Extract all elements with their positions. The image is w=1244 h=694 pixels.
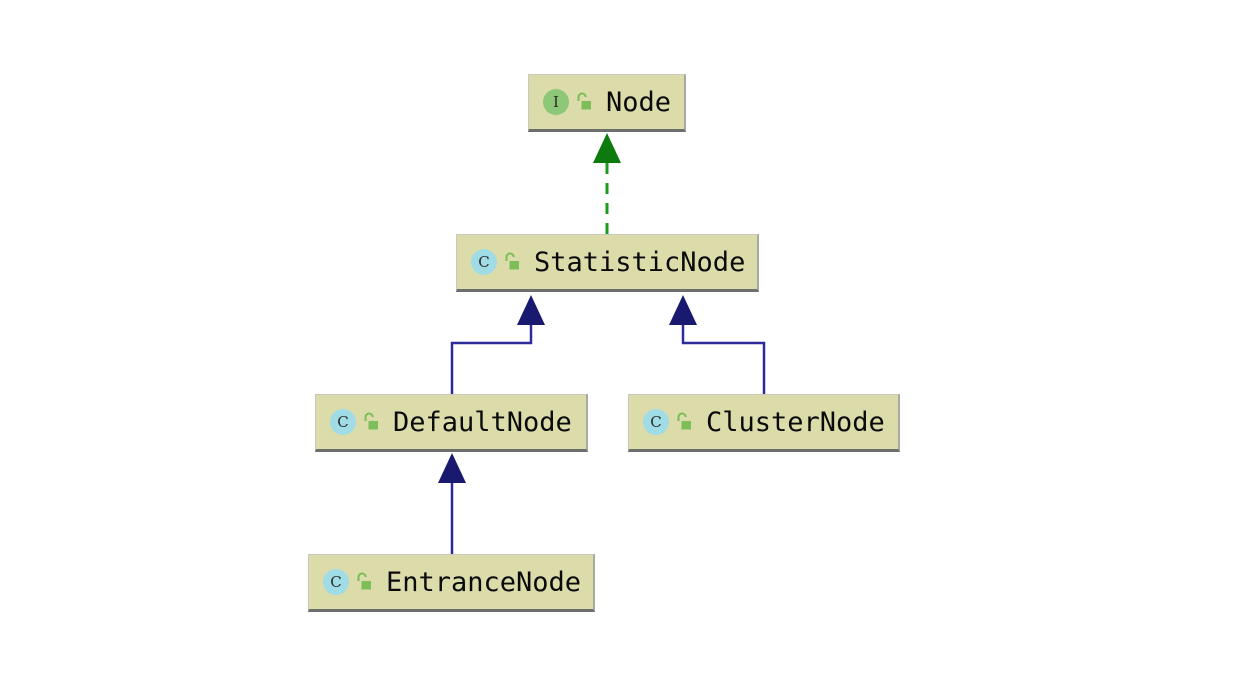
uml-node-label: StatisticNode [534, 246, 746, 278]
uml-node-label: Node [606, 86, 672, 118]
open-lock-icon [574, 92, 592, 112]
uml-node-statisticnode[interactable]: C StatisticNode [456, 234, 759, 292]
uml-node-entrancenode[interactable]: C EntranceNode [308, 554, 595, 612]
open-lock-icon [674, 412, 692, 432]
extends-polyline [450, 320, 533, 394]
edge-entrancenode-extends-defaultnode [438, 453, 466, 554]
interface-stereotype-icon: I [543, 89, 569, 115]
uml-node-label: ClusterNode [706, 406, 885, 438]
implements-arrowhead [593, 133, 621, 163]
extends-polyline [681, 320, 766, 394]
extends-arrowhead [438, 453, 466, 483]
extends-arrowhead [517, 295, 545, 325]
open-lock-icon [354, 572, 372, 592]
extends-arrowhead [669, 295, 697, 325]
edge-defaultnode-extends-statisticnode [450, 295, 545, 394]
uml-node-label: DefaultNode [393, 406, 572, 438]
open-lock-icon [502, 252, 520, 272]
edge-clusternode-extends-statisticnode [669, 295, 766, 394]
class-stereotype-icon: C [323, 569, 349, 595]
uml-node-defaultnode[interactable]: C DefaultNode [315, 394, 588, 452]
class-stereotype-icon: C [471, 249, 497, 275]
class-stereotype-icon: C [643, 409, 669, 435]
edge-statisticnode-implements-node [593, 133, 621, 234]
class-stereotype-icon: C [330, 409, 356, 435]
uml-node-node[interactable]: I Node [528, 74, 686, 132]
uml-node-clusternode[interactable]: C ClusterNode [628, 394, 900, 452]
uml-node-label: EntranceNode [386, 566, 582, 598]
open-lock-icon [361, 412, 379, 432]
